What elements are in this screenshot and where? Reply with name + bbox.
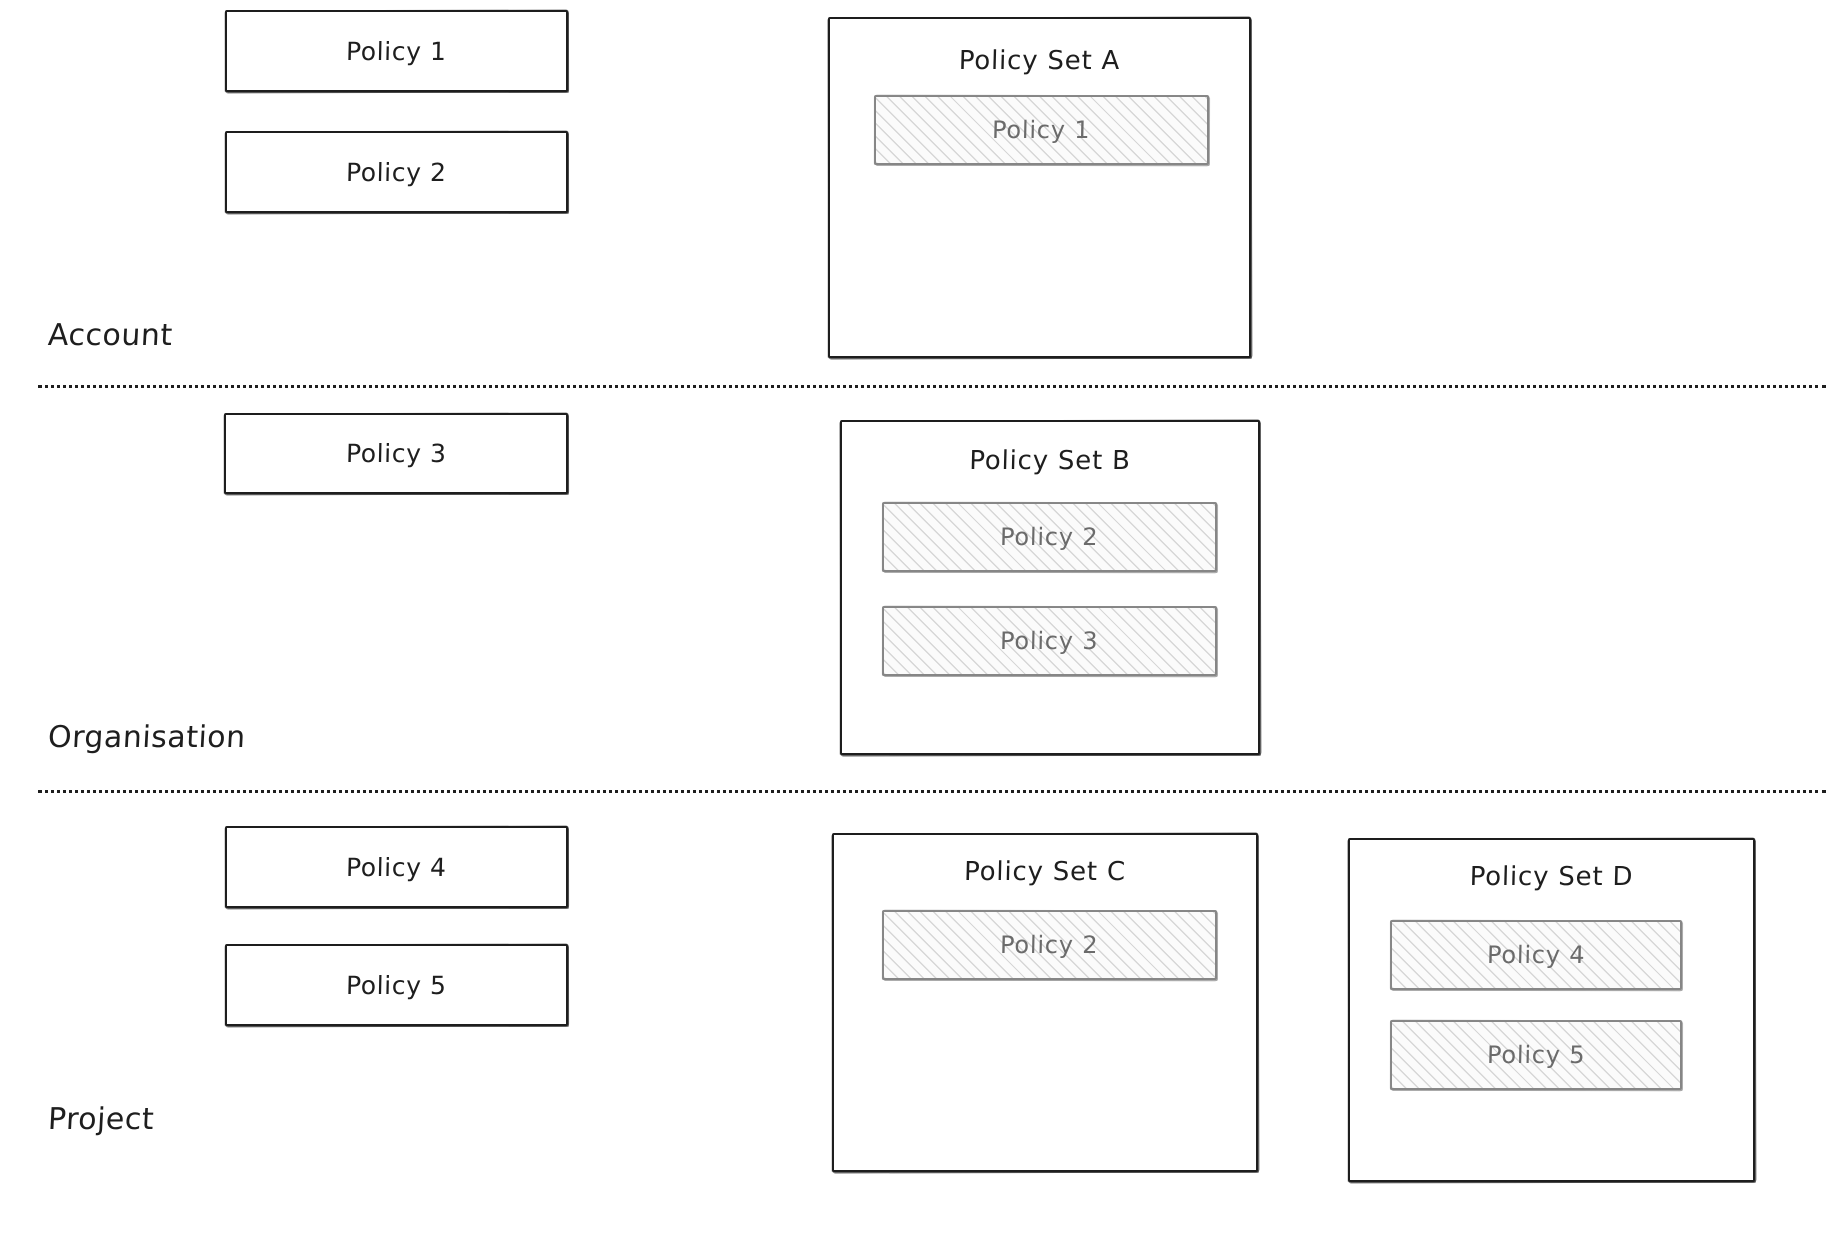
policy-card-policy-1[interactable]: Policy 1 [225, 10, 568, 92]
policy-card-policy-5[interactable]: Policy 5 [225, 944, 568, 1026]
scope-label-organisation: Organisation [47, 720, 247, 755]
policy-set-member-policy-3[interactable]: Policy 3 [882, 606, 1217, 676]
policy-card-label: Policy 4 [345, 852, 448, 882]
policy-card-label: Policy 3 [345, 439, 447, 468]
policy-card-label: Policy 1 [345, 36, 448, 66]
policy-set-title: Policy Set A [958, 46, 1121, 76]
policy-set-a[interactable]: Policy Set A Policy 1 [828, 17, 1251, 358]
policy-card-label: Policy 2 [345, 157, 448, 187]
divider-account-organisation [38, 385, 1826, 388]
policy-set-member-label: Policy 3 [1000, 627, 1099, 655]
policy-set-member-policy-2[interactable]: Policy 2 [882, 502, 1217, 572]
policy-card-policy-2[interactable]: Policy 2 [225, 131, 568, 213]
policy-set-member-label: Policy 1 [992, 116, 1091, 144]
scope-label-project: Project [47, 1102, 156, 1137]
policy-set-b[interactable]: Policy Set B Policy 2 Policy 3 [840, 420, 1260, 755]
policy-card-policy-3[interactable]: Policy 3 [224, 413, 568, 494]
policy-set-d[interactable]: Policy Set D Policy 4 Policy 5 [1348, 838, 1755, 1182]
policy-set-member-label: Policy 5 [1486, 1041, 1586, 1069]
policy-card-label: Policy 5 [345, 970, 448, 1000]
policy-set-title: Policy Set D [1469, 862, 1634, 892]
scope-label-account: Account [47, 318, 174, 353]
policy-set-member-policy-2[interactable]: Policy 2 [882, 910, 1217, 980]
policy-set-member-label: Policy 4 [1486, 941, 1586, 969]
policy-card-policy-4[interactable]: Policy 4 [225, 826, 568, 908]
policy-set-member-label: Policy 2 [1000, 931, 1099, 959]
policy-set-title: Policy Set C [963, 857, 1127, 887]
policy-set-member-label: Policy 2 [1000, 523, 1099, 551]
policy-set-member-policy-1[interactable]: Policy 1 [874, 95, 1209, 165]
policy-set-c[interactable]: Policy Set C Policy 2 [832, 833, 1258, 1172]
policy-set-member-policy-4[interactable]: Policy 4 [1390, 920, 1682, 990]
policy-set-title: Policy Set B [968, 446, 1132, 476]
policy-set-member-policy-5[interactable]: Policy 5 [1390, 1020, 1682, 1090]
divider-organisation-project [38, 790, 1826, 793]
